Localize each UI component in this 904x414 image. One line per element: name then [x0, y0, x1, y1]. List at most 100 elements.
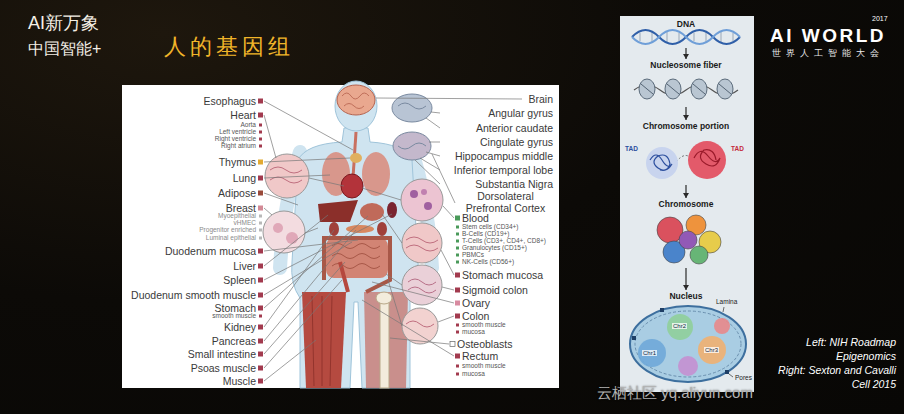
nucleus-outline	[630, 306, 746, 382]
nuclear-pore	[632, 336, 636, 340]
cell-type-label: mucosa	[462, 328, 485, 335]
label-marker	[258, 249, 263, 254]
dna-strand	[632, 30, 740, 44]
source-citation: Epigenomics	[770, 350, 896, 362]
leader-line	[723, 307, 733, 377]
label-marker	[259, 222, 262, 225]
nucleosome-fiber	[634, 79, 738, 99]
leader-line	[362, 188, 402, 326]
figure-panel	[620, 16, 754, 392]
label-marker	[259, 145, 262, 148]
brain-slice-fold	[398, 103, 426, 109]
cell-type-label: smooth muscle	[462, 321, 506, 328]
label-marker	[259, 215, 262, 218]
leader-line	[305, 178, 344, 233]
chromatin-loop	[650, 155, 672, 170]
organ-label: Duodenum smooth muscle	[124, 289, 256, 301]
label-marker	[456, 331, 459, 334]
organ-label: Small intestine	[124, 348, 256, 360]
tad-domain	[646, 147, 678, 179]
tissue-pattern	[273, 223, 283, 233]
organ-label: Duodenum mucosa	[124, 245, 256, 257]
arrow-head	[683, 285, 689, 290]
structure-label: Pores	[735, 374, 752, 381]
nuclear-pore	[660, 308, 664, 312]
tissue-insets	[263, 94, 443, 344]
label-marker	[258, 113, 263, 118]
cell-type-label: Progenitor enriched	[124, 226, 256, 233]
label-marker	[259, 131, 262, 134]
arrow-head	[683, 193, 689, 198]
tissue-inset	[402, 265, 442, 305]
label-marker	[456, 226, 459, 229]
femur-head	[376, 292, 392, 304]
chromosome-territory	[657, 215, 721, 264]
brain-slice-fold	[398, 143, 426, 149]
wrapped-dna	[641, 84, 731, 94]
label-marker	[258, 176, 263, 181]
organ-label: Esophagus	[124, 95, 256, 107]
tad-label: TAD	[625, 145, 638, 152]
label-markers	[258, 99, 460, 384]
brain-region-label: Dorsolateral Prefrontal Cortex	[458, 190, 553, 214]
leg-muscle	[364, 292, 408, 388]
dna-helix	[632, 30, 740, 44]
blood-cell	[424, 202, 432, 210]
tissue-pattern	[408, 279, 436, 293]
source-citation: Cell 2015	[770, 378, 896, 390]
flow-arrow	[683, 48, 689, 59]
cell-type-label: Right atrium	[124, 142, 256, 149]
brain-region-label: Anterior caudate	[441, 122, 553, 134]
tissue-pattern	[286, 232, 298, 244]
intestine	[326, 238, 388, 278]
chromosome-label: Chr2	[672, 323, 687, 330]
label-marker	[258, 293, 263, 298]
conference-year: 2017	[872, 15, 888, 23]
brain-slice	[393, 132, 431, 160]
cell-type-label: Stem cells (CD34+)	[462, 223, 519, 230]
marker-group	[259, 215, 262, 240]
label-marker	[456, 247, 459, 250]
cell-type-label: Myoepithelial	[124, 212, 256, 219]
structure-label: Lamina	[716, 298, 737, 305]
cell-type-label: NK-Cells (CD56+)	[462, 258, 514, 265]
label-marker	[259, 237, 262, 240]
marker-group	[455, 216, 460, 264]
tad-label: TAD	[731, 145, 744, 152]
label-marker	[258, 99, 263, 104]
cell-type-label: smooth muscle	[462, 362, 506, 369]
cell-type-label: T-Cells (CD3+, CD4+, CD8+)	[462, 237, 546, 244]
brain-region-label: Cingulate gyrus	[441, 136, 553, 148]
label-marker	[456, 365, 459, 368]
cell-type-label: Luminal epithelial	[124, 234, 256, 241]
label-marker	[258, 160, 263, 165]
organ-label: Sigmoid colon	[462, 284, 528, 296]
chromosome-territory	[678, 356, 698, 376]
leader-line	[362, 206, 454, 356]
cell-type-label: mucosa	[462, 370, 485, 377]
label-marker	[456, 254, 459, 257]
label-marker	[455, 314, 460, 319]
stomach	[360, 203, 384, 221]
chromosome-territory	[714, 318, 730, 334]
label-marker	[258, 379, 263, 384]
flow-arrow	[683, 268, 689, 290]
tissue-inset	[401, 179, 443, 221]
stage-label: DNA	[622, 18, 750, 30]
nuclear-pore	[725, 370, 729, 374]
cell-type-label: PBMCs	[462, 251, 484, 258]
brain-folds	[342, 93, 369, 109]
nucleus	[630, 306, 746, 382]
flow-arrow	[683, 185, 689, 198]
organ-label: Ovary	[462, 297, 490, 309]
thymus	[350, 153, 362, 163]
label-marker	[258, 339, 263, 344]
label-marker	[258, 325, 263, 330]
leg-muscle	[302, 292, 346, 388]
head	[335, 81, 377, 131]
chromosome-label: Chr1	[642, 350, 657, 357]
conference-logo: AI WORLD	[770, 25, 886, 47]
label-marker	[258, 191, 263, 196]
